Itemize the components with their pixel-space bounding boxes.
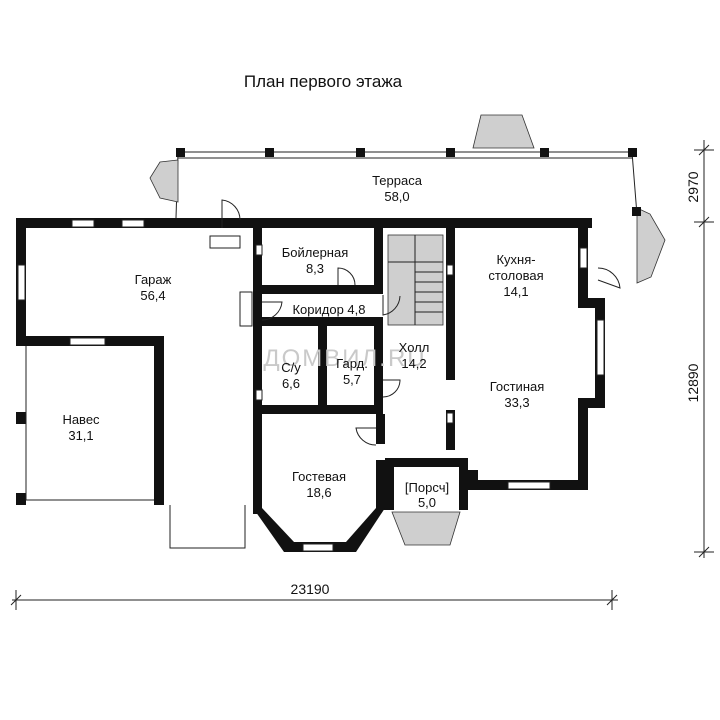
room-name: [Порсч]	[405, 480, 449, 495]
room-name: Гостевая	[292, 469, 346, 484]
room-area: 8,3	[306, 261, 324, 276]
room-area: 56,4	[140, 288, 165, 303]
room-porch: [Порсч] 5,0	[405, 480, 449, 510]
room-garage: Гараж 56,4	[135, 272, 172, 303]
room-name: Бойлерная	[282, 245, 349, 260]
room-name: Гард.	[336, 356, 368, 371]
room-area: 18,6	[306, 485, 331, 500]
room-kitchen: Кухня- столовая 14,1	[488, 252, 543, 299]
room-name: Гостиная	[490, 379, 545, 394]
room-name: Навес	[62, 412, 100, 427]
room-name-line1: Кухня-	[496, 252, 535, 267]
room-area: 58,0	[384, 189, 409, 204]
room-name: Терраса	[372, 173, 423, 188]
room-terrace: Терраса 58,0	[372, 173, 423, 204]
height-main-label: 12890	[685, 363, 701, 402]
room-bathroom: С/у 6,6	[281, 360, 301, 391]
dimension-width: 23190	[10, 581, 618, 610]
room-wardrobe: Гард. 5,7	[336, 356, 368, 387]
doors	[169, 199, 621, 549]
room-area: 33,3	[504, 395, 529, 410]
canopy-outline	[25, 346, 154, 501]
interior-walls	[253, 228, 468, 552]
room-hall: Холл 14,2	[399, 340, 430, 371]
room-name-line2: столовая	[488, 268, 543, 283]
plan-title: План первого этажа	[244, 72, 403, 91]
height-terrace-label: 2970	[685, 171, 701, 202]
room-guest: Гостевая 18,6	[292, 469, 346, 500]
watermark: ДОМВИЛ.RU	[263, 345, 426, 372]
room-area: 5,7	[343, 372, 361, 387]
room-living: Гостиная 33,3	[490, 379, 545, 410]
width-label: 23190	[291, 581, 330, 597]
room-area: 5,0	[418, 495, 436, 510]
room-area: 14,1	[503, 284, 528, 299]
room-name: Гараж	[135, 272, 172, 287]
terrace-outline	[149, 114, 666, 284]
room-area: 31,1	[68, 428, 93, 443]
room-area: 6,6	[282, 376, 300, 391]
room-area: 14,2	[401, 356, 426, 371]
staircase	[387, 234, 444, 326]
room-name: Холл	[399, 340, 430, 355]
room-canopy: Навес 31,1	[62, 412, 100, 443]
room-name: Коридор 4,8	[292, 302, 365, 317]
room-boiler: Бойлерная 8,3	[282, 245, 349, 276]
room-corridor: Коридор 4,8	[292, 302, 365, 317]
windows	[17, 219, 605, 552]
room-name: С/у	[281, 360, 301, 375]
dimension-height: 2970 12890	[685, 140, 714, 558]
